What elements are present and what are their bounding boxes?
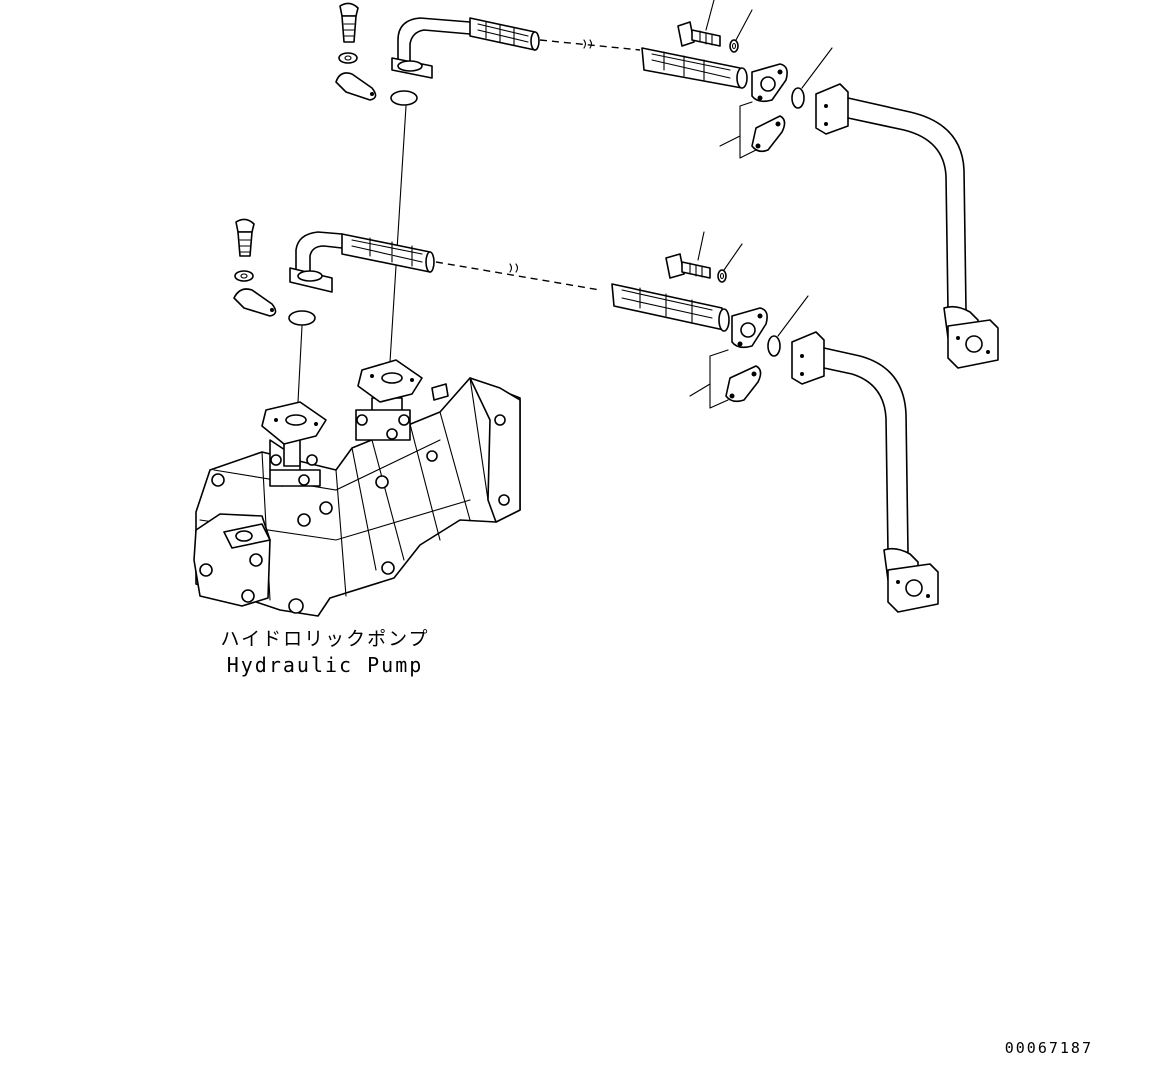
lower-hose-left-elbow bbox=[289, 231, 343, 293]
upper-left-clamp-hardware bbox=[335, 2, 377, 101]
lower-hose-body-right bbox=[611, 283, 730, 332]
upper-split-flange-clamp bbox=[751, 115, 786, 153]
lower-pump-o-ring bbox=[288, 310, 316, 326]
lower-o-ring bbox=[767, 335, 781, 357]
upper-clamp-bracket-leader bbox=[719, 101, 757, 159]
lower-steel-tube bbox=[791, 331, 939, 613]
upper-hose-body-left bbox=[469, 17, 540, 51]
upper-pump-connection-line bbox=[389, 105, 407, 363]
upper-flange-washer bbox=[729, 39, 739, 53]
lower-hose-body-left bbox=[341, 233, 435, 273]
lower-hose-right-flange bbox=[731, 307, 768, 349]
lower-flange-washer bbox=[717, 269, 727, 283]
pump-port-front bbox=[261, 401, 327, 487]
upper-hose-left-elbow bbox=[391, 17, 471, 79]
lower-left-clamp-hardware bbox=[233, 218, 277, 317]
lower-pump-connection-line bbox=[297, 325, 303, 403]
pump-label-japanese: ハイドロリックポンプ bbox=[220, 628, 430, 650]
lower-hose-break-line bbox=[435, 261, 601, 291]
upper-hose-break-line bbox=[539, 39, 641, 51]
upper-steel-tube bbox=[815, 83, 999, 369]
lower-clamp-bracket-leader bbox=[689, 349, 729, 409]
upper-pump-o-ring bbox=[390, 90, 418, 106]
pump-rear-mount-plate bbox=[469, 377, 521, 523]
upper-hose-assembly bbox=[391, 0, 833, 159]
lower-split-flange-clamp bbox=[725, 365, 762, 403]
upper-flange-bolt bbox=[677, 21, 721, 47]
pump-port-rear bbox=[355, 359, 423, 441]
drawing-number: 00067187 bbox=[1004, 1039, 1093, 1057]
lower-flange-bolt bbox=[665, 253, 711, 279]
hydraulic-pump bbox=[193, 359, 521, 617]
lower-hose-assembly bbox=[289, 231, 809, 409]
upper-hose-right-flange bbox=[751, 63, 788, 103]
upper-o-ring bbox=[791, 87, 805, 109]
upper-hose-body-right bbox=[641, 47, 748, 89]
pump-label-english: Hydraulic Pump bbox=[226, 653, 424, 677]
